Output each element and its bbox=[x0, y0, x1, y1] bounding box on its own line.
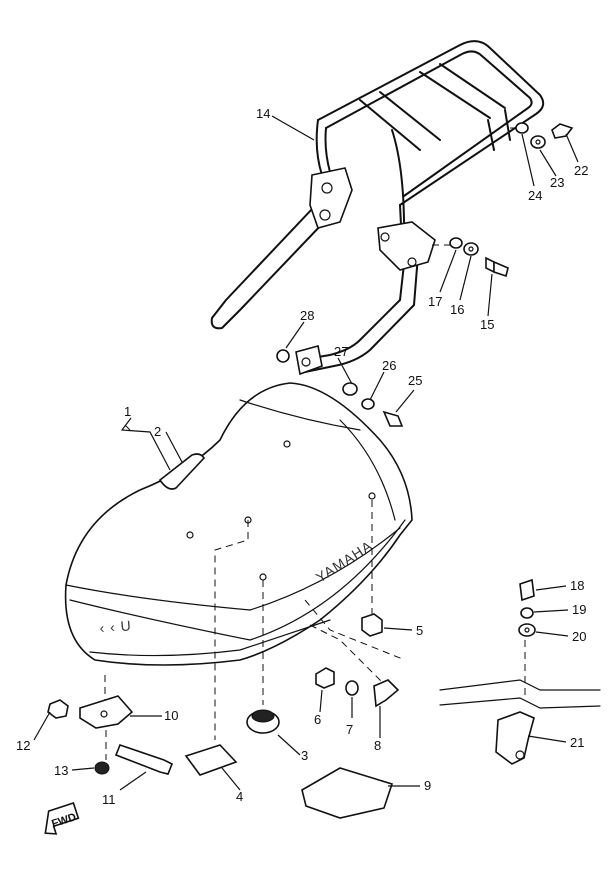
callout-10: 10 bbox=[164, 708, 178, 723]
callout-11: 11 bbox=[102, 792, 116, 807]
callout-28: 28 bbox=[300, 308, 314, 323]
rear-carrier-rack bbox=[210, 40, 545, 376]
seat-hardware bbox=[47, 613, 400, 819]
callout-17: 17 bbox=[428, 294, 442, 309]
callout-24: 24 bbox=[528, 188, 542, 203]
seat-assembly: ‹ ‹ U bbox=[64, 382, 413, 666]
callout-2: 2 bbox=[154, 424, 161, 439]
callout-12: 12 bbox=[16, 738, 30, 753]
callout-4: 4 bbox=[236, 789, 243, 804]
callout-21: 21 bbox=[570, 735, 584, 750]
callout-14: 14 bbox=[256, 106, 270, 121]
leader-lines bbox=[33, 115, 579, 791]
callout-25: 25 bbox=[408, 373, 422, 388]
callout-26: 26 bbox=[382, 358, 396, 373]
callout-3: 3 bbox=[301, 748, 308, 763]
forward-direction-arrow: FWD bbox=[44, 802, 80, 835]
callout-5: 5 bbox=[416, 623, 423, 638]
seat-lock-assembly bbox=[439, 578, 601, 765]
callout-27: 27 bbox=[334, 344, 348, 359]
reference-lines bbox=[104, 424, 526, 760]
carrier-hardware bbox=[276, 122, 574, 427]
callout-7: 7 bbox=[346, 722, 353, 737]
svg-text:‹ ‹ U: ‹ ‹ U bbox=[99, 617, 132, 636]
callout-16: 16 bbox=[450, 302, 464, 317]
callout-22: 22 bbox=[574, 163, 588, 178]
callout-labels: 14 1 2 3 4 5 6 7 8 9 10 11 12 13 15 16 1… bbox=[16, 106, 588, 807]
callout-20: 20 bbox=[572, 629, 586, 644]
callout-23: 23 bbox=[550, 175, 564, 190]
callout-15: 15 bbox=[480, 317, 494, 332]
callout-9: 9 bbox=[424, 778, 431, 793]
callout-6: 6 bbox=[314, 712, 321, 727]
callout-18: 18 bbox=[570, 578, 584, 593]
callout-19: 19 bbox=[572, 602, 586, 617]
callout-1: 1 bbox=[124, 404, 131, 419]
callout-8: 8 bbox=[374, 738, 381, 753]
callout-13: 13 bbox=[54, 763, 68, 778]
